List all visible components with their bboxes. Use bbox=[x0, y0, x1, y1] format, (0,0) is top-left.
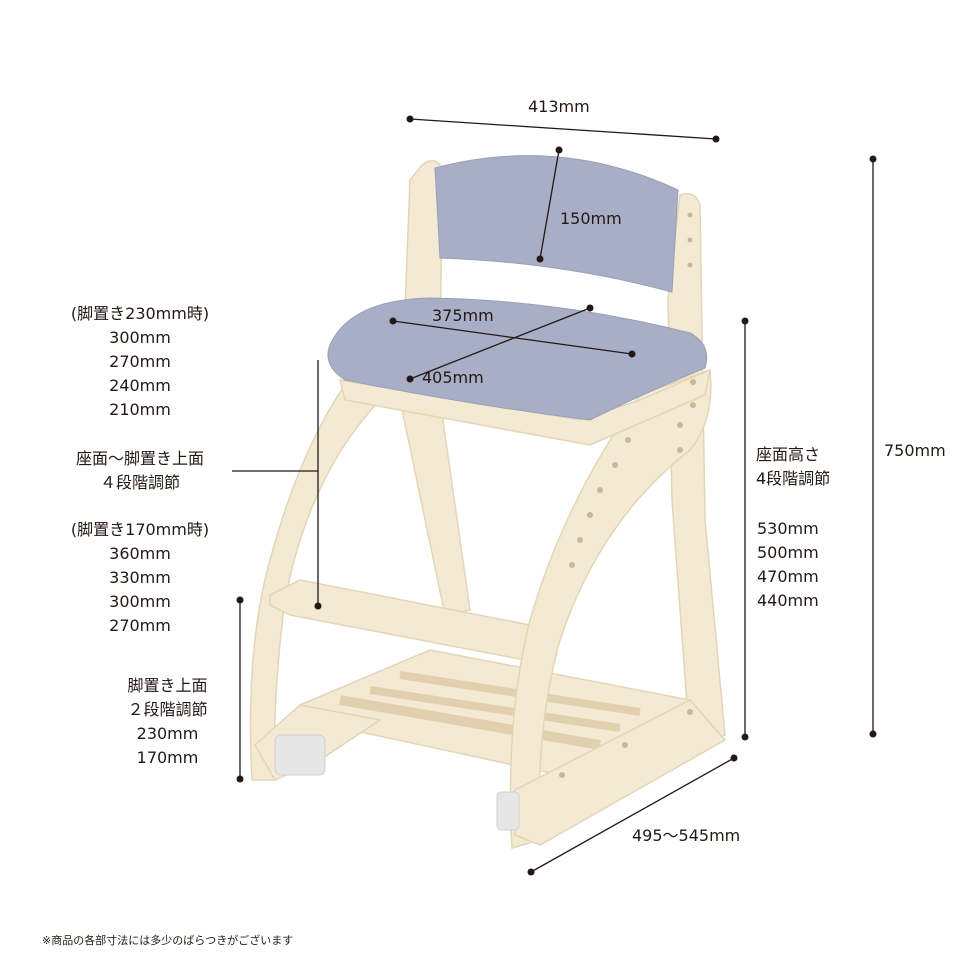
total-height-label: 750mm bbox=[884, 441, 946, 460]
value: 330mm bbox=[109, 568, 171, 587]
seat-height-values: 530mm 500mm 470mm 440mm bbox=[757, 517, 819, 613]
back-height-label: 150mm bbox=[560, 209, 622, 228]
value: 440mm bbox=[757, 591, 819, 610]
backrest-cushion bbox=[434, 155, 679, 293]
seat-height-caption: 座面高さ 4段階調節 bbox=[756, 443, 830, 491]
glide-right bbox=[496, 791, 520, 831]
value: 230mm bbox=[136, 724, 199, 743]
value: 240mm bbox=[109, 376, 171, 395]
value: 210mm bbox=[109, 400, 171, 419]
value: 170mm bbox=[136, 748, 199, 767]
caption-line: 座面高さ bbox=[756, 445, 821, 464]
caption-line: 4段階調節 bbox=[756, 469, 831, 488]
base-depth-label: 495〜545mm bbox=[632, 826, 741, 845]
footnote: ※商品の各部寸法には多少のばらつきがございます bbox=[42, 934, 294, 947]
value: 470mm bbox=[757, 567, 819, 586]
caption-line: ４段階調節 bbox=[99, 473, 180, 492]
value: 360mm bbox=[109, 544, 171, 563]
value: 270mm bbox=[109, 616, 171, 635]
seat-to-footrest-230: (脚置き230mm時) 300mm 270mm 240mm 210mm bbox=[55, 302, 225, 422]
seat-to-footrest-170: (脚置き170mm時) 360mm 330mm 300mm 270mm bbox=[55, 518, 225, 638]
value: 270mm bbox=[109, 352, 171, 371]
value: 500mm bbox=[757, 543, 819, 562]
footrest-height-labels: 脚置き上面 ２段階調節 230mm 170mm bbox=[110, 674, 225, 770]
seat-to-footrest-caption: 座面〜脚置き上面 ４段階調節 bbox=[55, 447, 225, 495]
group-title: (脚置き230mm時) bbox=[70, 304, 210, 323]
value: 300mm bbox=[109, 328, 171, 347]
seat-cushion bbox=[327, 297, 708, 421]
dimension-endpoints bbox=[236, 115, 877, 876]
top-width-label: 413mm bbox=[528, 97, 590, 116]
group-title: (脚置き170mm時) bbox=[70, 520, 210, 539]
caption-line: 座面〜脚置き上面 bbox=[75, 449, 204, 468]
seat-depth-label: 405mm bbox=[422, 368, 484, 387]
caption-line: 脚置き上面 bbox=[127, 676, 208, 695]
rear-right-post bbox=[667, 193, 726, 746]
caption-line: ２段階調節 bbox=[127, 700, 208, 719]
seat-width-label: 375mm bbox=[432, 306, 494, 325]
glide-left bbox=[274, 734, 326, 776]
value: 300mm bbox=[109, 592, 171, 611]
adjustment-holes bbox=[559, 212, 696, 778]
rear-leg-left-lower bbox=[399, 399, 471, 616]
footrest bbox=[269, 579, 531, 661]
value: 530mm bbox=[757, 519, 819, 538]
